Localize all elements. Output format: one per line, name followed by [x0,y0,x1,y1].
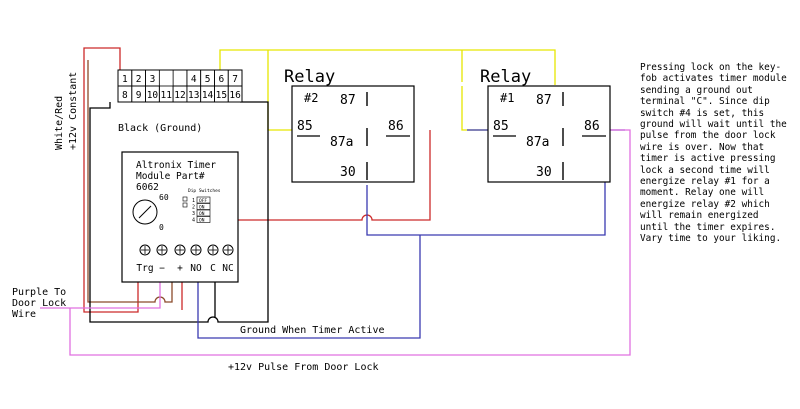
terminal-screw[interactable] [190,244,202,256]
dial-mark-0: 0 [159,223,164,232]
connector-pin-bottom: 16 [229,90,241,101]
relay-pin-87: 87 [536,93,552,108]
dip-switch-bank [182,196,188,202]
terminal-screw[interactable] [139,244,151,256]
relay-title: Relay [480,67,531,87]
terminal-screw[interactable] [156,244,168,256]
connector-pin-top: 1 [122,74,128,85]
pulse-label: +12v Pulse From Door Lock [228,362,379,373]
relay-pin-85: 85 [493,119,509,134]
connector-pin-top: 4 [191,74,197,85]
relay-pin-86: 86 [388,119,404,134]
relay-id: #1 [500,91,514,105]
terminal-screw[interactable] [222,244,234,256]
relay-pin-86: 86 [584,119,600,134]
ground-when-active-label: Ground When Timer Active [240,325,385,336]
relay-one: Relay #1 87 85 87a 86 30 [480,67,611,183]
terminal-label: + [177,263,183,274]
timer-module: Altronix Timer Module Part# 6062 60 0 Di… [121,151,239,283]
relay-two: Relay #2 87 85 87a 86 30 [284,67,415,183]
connector-pin-bottom: 15 [216,90,227,101]
dip-number: 1 [192,198,195,204]
relay-id: #2 [304,91,318,105]
relay-pin-85: 85 [297,119,313,134]
door-lock-label-line1: Purple To [12,287,66,298]
door-lock-label-line3: Wire [12,309,36,320]
relay-title: Relay [284,67,335,87]
connector-pin-bottom: 8 [122,90,128,101]
dip-switch[interactable] [196,209,211,217]
pink-pulse-wire [40,129,631,356]
door-lock-label-line2: Door Lock [12,298,66,309]
timer-title-line2: Module Part# [136,171,205,182]
dial-mark-60: 60 [159,193,169,202]
dip-number: 4 [192,218,195,224]
connector-pin-bottom: 9 [136,90,142,101]
terminal-label: − [159,263,165,274]
dip-number: 2 [192,205,195,211]
connector-pin-bottom: 12 [174,90,185,101]
connector-pin-top: 3 [150,74,156,85]
relay-pin-87a: 87a [526,135,549,150]
terminal-label: NC [222,263,233,274]
connector-pin-top: 2 [136,74,142,85]
power-label-line1: White/Red [54,96,65,150]
relay-pin-30: 30 [536,165,552,180]
relay-pin-87a: 87a [330,135,353,150]
timer-terminals: Trg− + NO C NC [136,244,234,274]
timer-title-line1: Altronix Timer [136,160,216,171]
dip-number: 3 [192,211,195,217]
dip-state: ON [199,218,205,224]
connector-pin-top: 5 [205,74,211,85]
terminal-screw[interactable] [207,244,219,256]
dip-switch-title: Dip Switches [188,188,221,194]
connector-pin-bottom: 13 [188,90,199,101]
relay-pin-30: 30 [340,165,356,180]
dip-switch[interactable] [196,203,211,210]
relay-pin-87: 87 [340,93,356,108]
dip-switch[interactable] [196,196,211,204]
terminal-label: C [210,263,216,274]
connector-pin-bottom: 10 [147,90,159,101]
connector-pin-top: 6 [218,74,224,85]
connector-pin-bottom: 11 [160,90,172,101]
terminal-screw[interactable] [174,244,186,256]
terminal-label: NO [190,263,202,274]
connector-pin-top: 7 [232,74,238,85]
ground-label: Black (Ground) [118,123,202,134]
dip-switch-bank [182,202,188,208]
timer-title-line3: 6062 [136,182,159,193]
dip-state: ON [199,205,205,211]
connector-pin-bottom: 14 [202,90,214,101]
dip-state: OFF [199,198,207,204]
relays: Relay #2 87 85 87a 86 30 Relay #1 87 85 87a 86 30 [284,67,611,183]
ground-wire [89,101,269,323]
explanation-note: Pressing lock on the key-fob activates t… [640,62,787,245]
dip-switch[interactable] [196,216,211,223]
power-label-line2: +12v Constant [68,72,79,150]
terminal-label: Trg [136,263,153,274]
dip-state: ON [199,211,205,217]
